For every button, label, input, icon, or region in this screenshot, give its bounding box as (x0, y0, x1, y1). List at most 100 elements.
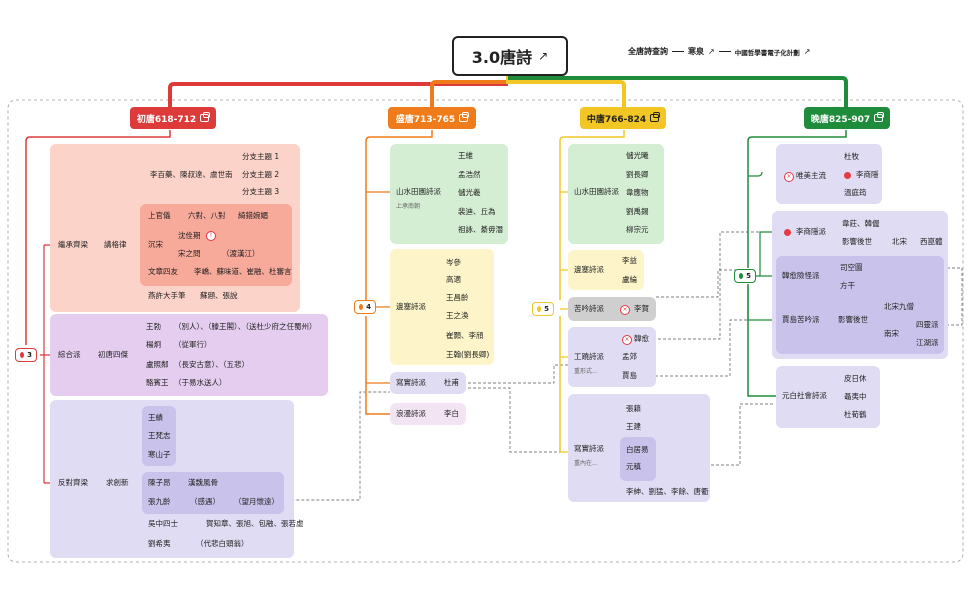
school-realist-mid[interactable]: 寫實詩派 (574, 444, 604, 453)
poet-wang-wei[interactable]: 王維 (458, 151, 473, 160)
poets-zu-qiwu[interactable]: 祖詠、綦毋潛 (458, 225, 503, 234)
school-jia-dao[interactable]: 賈島苦吟派 (782, 315, 820, 324)
school-landscape-mid[interactable]: 山水田園詩派 (574, 187, 619, 196)
six-eight-pairs[interactable]: 六對、八對 (188, 211, 226, 220)
poet-wang-fanzhi[interactable]: 王梵志 (148, 431, 171, 440)
group-oppose-qiliang[interactable]: 反對齊梁 (58, 478, 88, 487)
works-lu-zhaolin[interactable]: （長安古意）、（五悲） (174, 360, 249, 369)
xikun-style[interactable]: 西崑體 (920, 237, 943, 246)
four-friends[interactable]: 文章四友 (148, 267, 178, 276)
poet-wen-tingyun[interactable]: 溫庭筠 (844, 188, 867, 197)
poet-li-yi[interactable]: 李益 (622, 256, 637, 265)
shen-song[interactable]: 沉宋 (148, 240, 163, 249)
poet-luo-binwang[interactable]: 駱賓王 (146, 378, 169, 387)
school-frontier-mid[interactable]: 邊塞詩派 (574, 265, 604, 274)
four-friends-poets[interactable]: 李嶠、蘇味道、崔融、杜審言 (194, 267, 292, 276)
poet-li-he[interactable]: 李賀 (634, 304, 649, 313)
poet-shen-quanqi[interactable]: 沈佺期 (178, 231, 201, 240)
poet-lu-lun[interactable]: 盧綸 (622, 275, 637, 284)
poet-sikong-tu[interactable]: 司空圖 (840, 263, 863, 272)
topic-2[interactable]: 分支主題 2 (242, 170, 280, 179)
count-badge-early[interactable]: 3 (15, 348, 37, 362)
poet-nie-yizhong[interactable]: 聶夷中 (844, 392, 867, 401)
link-ctext[interactable]: 中國哲學書電子化計劃 (734, 48, 800, 57)
rule-label[interactable]: 講格律 (104, 240, 127, 249)
works-wang-bo[interactable]: （別人）、（滕王閣）、（送杜少府之任蜀州） (174, 322, 317, 331)
poet-pi-rixiu[interactable]: 皮日休 (844, 374, 867, 383)
period-early[interactable]: 初唐618-712 (130, 107, 216, 129)
works-luo-binwang[interactable]: （于易水送人） (174, 378, 227, 387)
poet-chu-guangxi[interactable]: 儲光羲 (458, 188, 481, 197)
school-han-yu[interactable]: 韓愈險怪派 (782, 271, 820, 280)
hanwei-style[interactable]: 漢魏風骨 (188, 478, 218, 487)
count-badge-mid[interactable]: 5 (532, 302, 554, 316)
poets-wang-han[interactable]: 王翰(劉長卿) (446, 350, 490, 359)
poet-zhang-ji[interactable]: 張籍 (626, 404, 641, 413)
poet-li-shangyin[interactable]: 李商隱 (856, 170, 879, 179)
close-icon[interactable]: × (622, 335, 632, 345)
influence-later[interactable]: 影響後世 (842, 237, 872, 246)
group-synthesis[interactable]: 綜合派 (58, 350, 81, 359)
poet-liu-zongyuan[interactable]: 柳宗元 (626, 225, 649, 234)
ornate-style[interactable]: 綺錯婉媚 (238, 211, 268, 220)
poet-meng-haoran[interactable]: 孟浩然 (458, 170, 481, 179)
count-badge-late[interactable]: 5 (734, 269, 756, 283)
link-hanquan[interactable]: 寒泉 (688, 47, 704, 56)
poet-wei-yingwu[interactable]: 韋應物 (626, 188, 649, 197)
poem-baitou[interactable]: （代悲白頭翁） (196, 539, 249, 548)
yan-xu-label[interactable]: 燕許大手筆 (148, 291, 186, 300)
wuzhong-poets[interactable]: 賀知章、張旭、包融、張若虛 (206, 519, 304, 528)
poet-wang-jian[interactable]: 王建 (626, 422, 641, 431)
yan-xu-poets[interactable]: 蘇頲、張說 (200, 291, 238, 300)
poets-wei-han[interactable]: 韋莊、韓偓 (842, 219, 880, 228)
school-realist-high[interactable]: 寫實詩派 (396, 378, 426, 387)
four-talents[interactable]: 初唐四傑 (98, 350, 128, 359)
poet-wang-changling[interactable]: 王昌齡 (446, 293, 469, 302)
poet-wang-zhihuan[interactable]: 王之渙 (446, 311, 469, 320)
poet-lu-zhaolin[interactable]: 盧照鄰 (146, 360, 169, 369)
poet-yang-jiong[interactable]: 楊炯 (146, 340, 161, 349)
poets-cui-li[interactable]: 崔顥、李頎 (446, 331, 484, 340)
northern-song-monks[interactable]: 北宋九僧 (884, 302, 914, 311)
poet-liu-changqing[interactable]: 劉長卿 (626, 170, 649, 179)
close-icon[interactable]: × (784, 172, 794, 182)
works-yang-jiong[interactable]: （從軍行） (174, 340, 212, 349)
poet-li-bai[interactable]: 李白 (444, 409, 459, 418)
school-li-shangyin[interactable]: 李商隱派 (796, 227, 826, 236)
school-bitter-chant[interactable]: 苦吟詩派 (574, 304, 604, 313)
poets-li-shen-etc[interactable]: 李紳、劉猛、李餘、唐衢 (626, 487, 709, 496)
poet-wang-ji[interactable]: 王績 (148, 413, 163, 422)
poem-wangyue[interactable]: （望月懷遠） (234, 497, 279, 506)
poet-yuan-zhen[interactable]: 元稹 (626, 462, 641, 471)
poet-gao-shi[interactable]: 高適 (446, 275, 461, 284)
poet-wang-bo[interactable]: 王勃 (146, 322, 161, 331)
jianghu-school[interactable]: 江湖派 (916, 338, 939, 347)
topic-3[interactable]: 分支主題 3 (242, 187, 280, 196)
period-late[interactable]: 晚唐825-907 (804, 107, 890, 129)
northern-song[interactable]: 北宋 (892, 237, 907, 246)
poet-du-xunhe[interactable]: 杜荀鶴 (844, 410, 867, 419)
link-full-tang[interactable]: 全唐詩查詢 (628, 47, 668, 56)
poet-chu-guangxi-mid[interactable]: 儲光曦 (626, 151, 649, 160)
poet-zhang-jiuling[interactable]: 張九齡 (148, 497, 171, 506)
period-mid[interactable]: 中唐766-824 (580, 107, 666, 129)
poet-fang-gan[interactable]: 方干 (840, 281, 855, 290)
southern-song[interactable]: 南宋 (884, 329, 899, 338)
poet-liu-xiyi[interactable]: 劉希夷 (148, 539, 171, 548)
seek-innovation[interactable]: 求創新 (106, 478, 129, 487)
title-box[interactable]: 3.0唐詩 ↗ (452, 36, 568, 76)
poets-li-chen-yu[interactable]: 李百藥、陳叔達、虞世南 (150, 170, 233, 179)
count-badge-high[interactable]: 4 (354, 300, 376, 314)
group-inherit-qiliang[interactable]: 繼承齊梁 (58, 240, 88, 249)
poet-jia-dao[interactable]: 賈島 (622, 371, 637, 380)
poet-du-mu[interactable]: 杜牧 (844, 152, 859, 161)
school-yuan-bai[interactable]: 元白社會詩派 (782, 391, 827, 400)
wuzhong-four[interactable]: 吳中四士 (148, 519, 178, 528)
poem-ganyu[interactable]: （感遇） (190, 497, 220, 506)
poets-pei-qiu[interactable]: 裴迪、丘為 (458, 207, 496, 216)
poet-cen-shen[interactable]: 岑參 (446, 258, 461, 267)
poet-song-zhiwen[interactable]: 宋之問 (178, 249, 201, 258)
poet-du-fu[interactable]: 杜甫 (444, 378, 459, 387)
poem-du-hanjiang[interactable]: （渡漢江） (222, 249, 260, 258)
poet-liu-yuxi[interactable]: 劉禹錫 (626, 207, 649, 216)
